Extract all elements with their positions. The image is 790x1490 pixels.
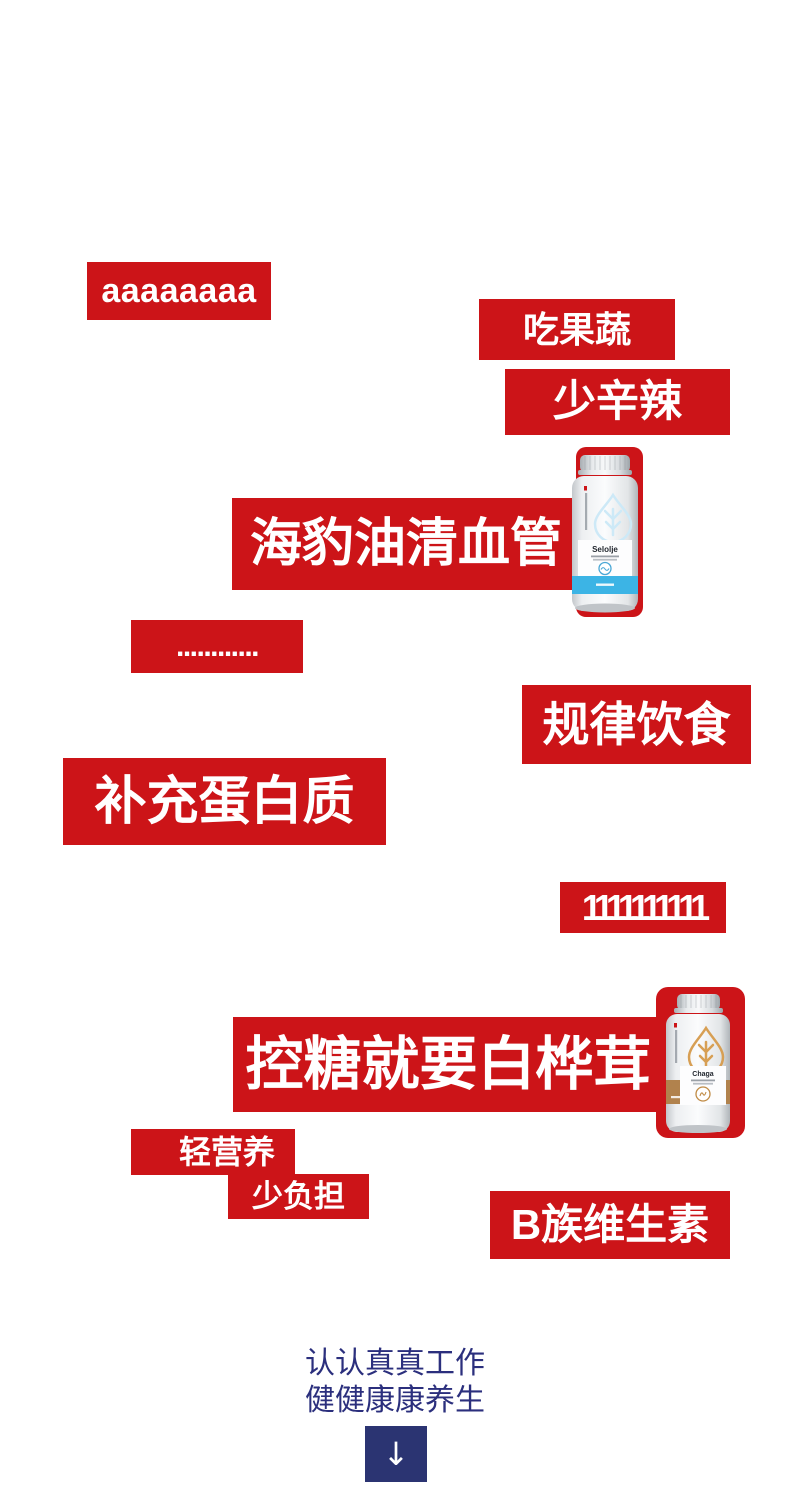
- down-arrow-icon: ↓: [382, 1435, 410, 1473]
- selolje-brand-flag: [584, 486, 587, 491]
- tag-aaaa: aaaaaaaa: [87, 262, 271, 320]
- tag-less-spicy: 少辛辣: [505, 369, 730, 435]
- tag-ones: 1111111111: [560, 882, 726, 933]
- chaga-brand-flag: [674, 1023, 677, 1028]
- tag-protein: 补充蛋白质: [63, 758, 386, 845]
- selolje-vertical-brand-text: [585, 493, 588, 530]
- selolje-bottle-image: Selolje: [572, 455, 638, 613]
- tag-regular-diet: 规律饮食: [522, 685, 751, 764]
- tag-light-nutrition: 轻营养: [131, 1129, 295, 1175]
- selolje-title: Selolje: [592, 545, 618, 554]
- tag-eat-fruits: 吃果蔬: [479, 299, 675, 360]
- slogan: 认认真真工作 健健康康养生: [0, 1345, 790, 1419]
- chaga-bottle-image: Chaga: [666, 994, 730, 1133]
- slogan-line-2: 健健康康养生: [305, 1384, 485, 1417]
- chaga-title: Chaga: [692, 1071, 714, 1078]
- tag-dots: ............: [131, 620, 303, 673]
- tag-seal-oil: 海豹油清血管: [232, 498, 580, 590]
- chaga-vertical-brand-text: [675, 1030, 678, 1063]
- tag-less-burden: 少负担: [228, 1174, 369, 1219]
- slogan-line-1: 认认真真工作: [305, 1347, 485, 1380]
- tag-vitamin-b: B族维生素: [490, 1191, 730, 1259]
- tag-chaga-sugar: 控糖就要白桦茸: [233, 1017, 664, 1112]
- scroll-down-button[interactable]: ↓: [365, 1426, 427, 1482]
